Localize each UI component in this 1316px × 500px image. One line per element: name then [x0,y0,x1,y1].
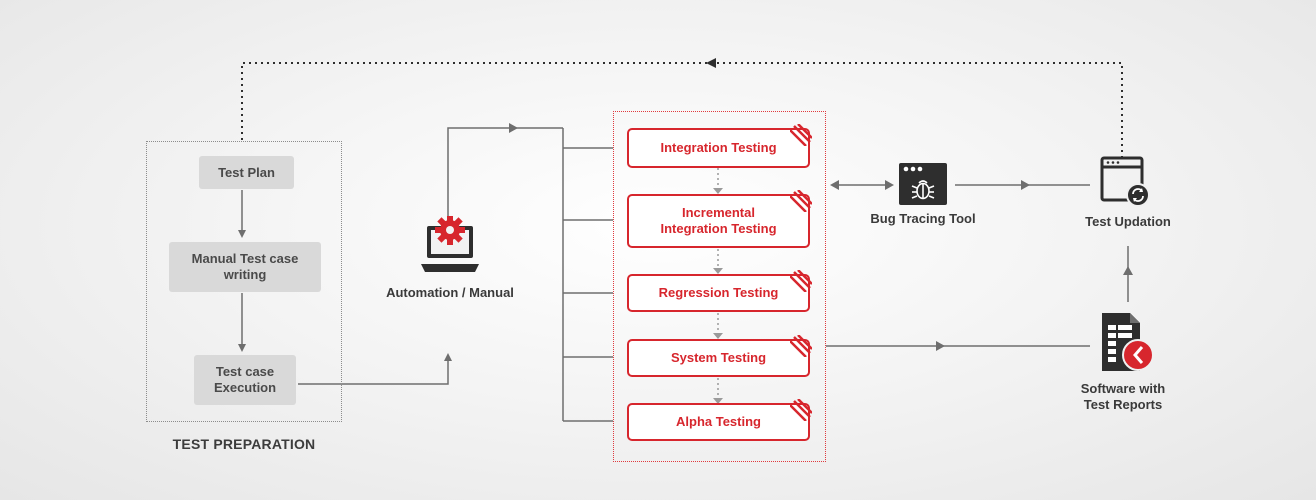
stage-dotted-arrowheads [713,188,723,404]
stripes-decoration-icon [790,270,812,292]
bug-window-icon [899,163,947,205]
report-document-icon [1102,313,1154,371]
stage-system-testing[interactable]: System Testing [627,335,812,377]
test-case-execution-box[interactable]: Test case Execution [194,355,296,405]
stage-integration-testing[interactable]: Integration Testing [627,124,812,168]
stripes-decoration-icon [790,399,812,421]
feedback-loop-line [241,62,1123,158]
test-preparation-label: TEST PREPARATION [172,436,316,452]
testing-stages-frame [613,111,826,462]
automation-manual-label: Automation / Manual [386,285,514,300]
bug-tracing-tool-label: Bug Tracing Tool [870,211,976,226]
stripes-decoration-icon [790,124,812,146]
test-updation-label: Test Updation [1085,214,1171,229]
line-automation-to-stages [447,127,563,232]
arrow-execution-to-automation [298,353,452,385]
software-label-line2: Test Reports [1083,397,1163,412]
stripes-decoration-icon [790,335,812,357]
software-label-line1: Software with [1080,381,1166,396]
test-plan-box[interactable]: Test Plan [199,156,294,189]
software-test-reports-label: Software with Test Reports [1058,381,1188,413]
stage-alpha-testing[interactable]: Alpha Testing [627,399,812,441]
test-preparation-frame [146,141,342,422]
stage-regression-testing[interactable]: Regression Testing [627,270,812,312]
feedback-loop-arrowhead [706,58,716,68]
stage-label: Integration Testing [660,140,777,155]
stage-label: Incremental Integration Testing [660,205,777,236]
stage-label: Regression Testing [658,285,779,300]
stage-label: Alpha Testing [676,414,761,429]
manual-test-case-writing-box[interactable]: Manual Test case writing [169,242,321,292]
refresh-window-icon [1100,156,1150,207]
stripes-decoration-icon [790,190,812,212]
stage-label: System Testing [670,350,767,365]
laptop-gear-icon [421,216,479,272]
stage-incremental-integration-testing[interactable]: Incremental Integration Testing [627,190,812,248]
stage-bracket [562,128,613,422]
arrowhead-automation [509,123,518,133]
